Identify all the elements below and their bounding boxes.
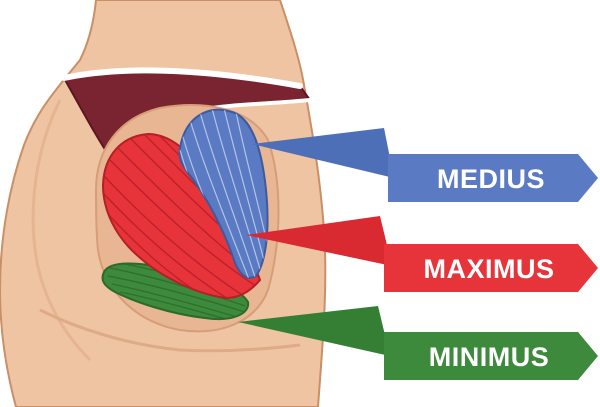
hip-curve-shadow <box>31 99 92 362</box>
minimus-label-box <box>384 332 598 380</box>
minimus-pointer <box>238 306 390 356</box>
medius-callout: MEDIUS <box>252 128 598 202</box>
minimus-label: MINIMUS <box>429 342 550 372</box>
medius-pointer <box>252 128 394 178</box>
underwear-trim <box>61 67 303 89</box>
gluteal-fold-shadow <box>39 308 301 353</box>
maximus-callout: MAXIMUS <box>246 216 598 292</box>
medius-label: MEDIUS <box>437 164 545 194</box>
maximus-label-box <box>384 244 598 292</box>
gluteus-maximus-muscle <box>101 132 262 300</box>
maximus-pointer <box>246 216 392 266</box>
maximus-label: MAXIMUS <box>424 254 555 284</box>
medius-label-box <box>388 154 598 202</box>
minimus-callout: MINIMUS <box>238 306 598 380</box>
